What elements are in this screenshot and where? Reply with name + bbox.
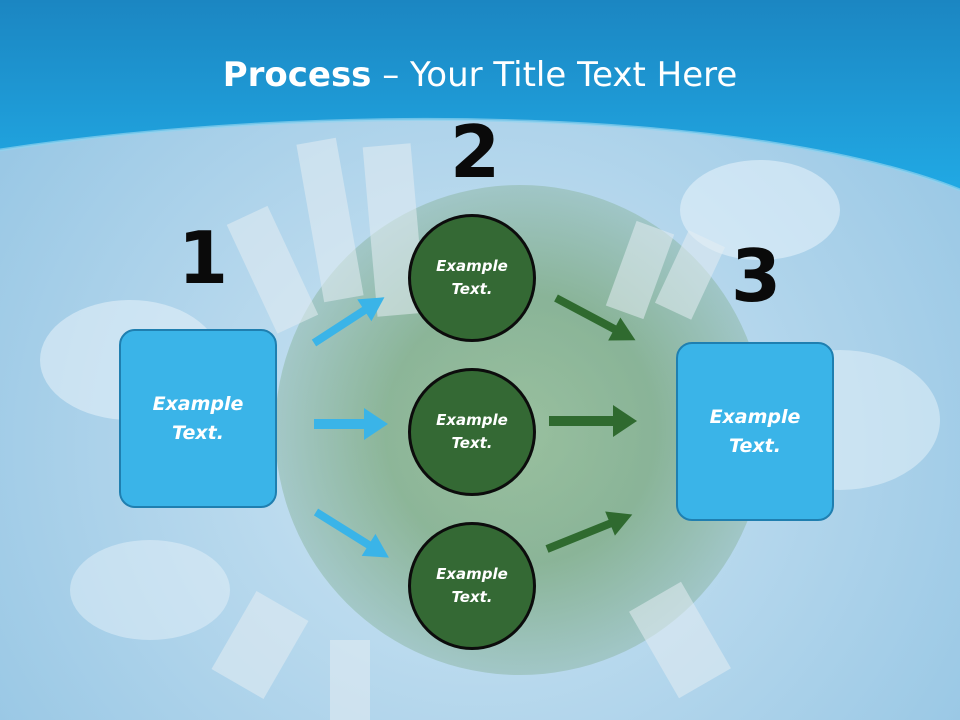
- title-rest: – Your Title Text Here: [371, 55, 738, 95]
- arrow-icon-up-right-green: [545, 511, 633, 553]
- step-number-2: 2: [450, 110, 501, 194]
- slide-title: Process – Your Title Text Here: [0, 52, 960, 98]
- circle-text: Example Text.: [436, 411, 508, 452]
- step-3-box: Example Text.: [676, 342, 834, 521]
- title-bold: Process: [222, 55, 372, 95]
- step-number-1: 1: [178, 216, 229, 300]
- arrow-icon-down-right: [313, 508, 389, 558]
- circle-text: Example Text.: [436, 565, 508, 606]
- arrow-icon-up-right: [311, 297, 385, 347]
- circle-text: Example Text.: [436, 257, 508, 298]
- step-2-circle-middle: Example Text.: [408, 368, 536, 496]
- arrow-icon-right: [314, 408, 388, 440]
- step-number-3: 3: [731, 234, 782, 318]
- step-3-text: Example Text.: [709, 405, 801, 457]
- header-band: [0, 0, 960, 192]
- step-1-text: Example Text.: [152, 392, 244, 444]
- step-2-circle-bottom: Example Text.: [408, 522, 536, 650]
- arrow-icon-right-green: [549, 405, 637, 437]
- step-1-box: Example Text.: [119, 329, 277, 508]
- step-2-circle-top: Example Text.: [408, 214, 536, 342]
- arrow-icon-down-right-green: [554, 294, 636, 341]
